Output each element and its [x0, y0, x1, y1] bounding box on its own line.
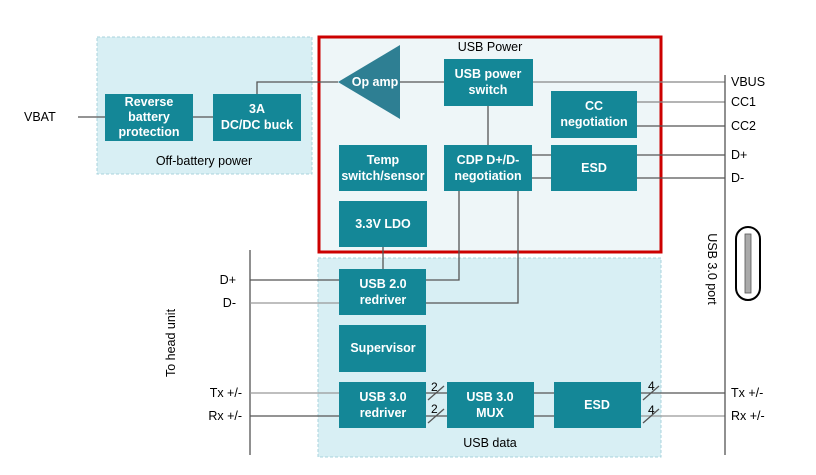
- usb-c-connector-icon: [735, 226, 761, 301]
- block-label: switch: [469, 83, 508, 97]
- head-unit-label: To head unit: [164, 308, 178, 377]
- block-label: Reverse: [125, 95, 174, 109]
- block-label: negotiation: [454, 169, 521, 183]
- wire-buck-opamp: [256, 81, 338, 94]
- port-dm-label: D-: [731, 171, 744, 185]
- head-tx-label: Tx +/-: [210, 386, 242, 400]
- block-label: USB 2.0: [359, 277, 406, 291]
- bus-slash: [642, 385, 660, 401]
- vbat-label: VBAT: [24, 110, 56, 124]
- wire-cdp-redriver-dm: [425, 190, 519, 304]
- op-amp-triangle-icon: [338, 45, 400, 119]
- port-tx-label: Tx +/-: [731, 386, 763, 400]
- block-label: ESD: [584, 398, 610, 412]
- head-dm-label: D-: [223, 296, 236, 310]
- block-label: battery: [128, 110, 170, 124]
- usb3-mux-block: USB 3.0 MUX: [447, 382, 534, 428]
- block-label: Supervisor: [350, 341, 415, 355]
- cc1-label: CC1: [731, 95, 756, 109]
- bus-slash: [427, 408, 445, 424]
- bus-slash: [642, 408, 660, 424]
- bus-width-label: 2: [431, 380, 438, 394]
- ldo-block: 3.3V LDO: [339, 201, 427, 247]
- bus-width-label: 2: [431, 402, 438, 416]
- port-rx-label: Rx +/-: [731, 409, 765, 423]
- block-label: MUX: [476, 406, 504, 420]
- cc2-label: CC2: [731, 119, 756, 133]
- block-label: USB power: [455, 67, 522, 81]
- block-label: switch/sensor: [341, 169, 424, 183]
- block-label: Temp: [367, 153, 400, 167]
- usb-power-label: USB Power: [458, 40, 523, 54]
- esd-power-block: ESD: [551, 145, 637, 191]
- dcdc-buck-block: 3A DC/DC buck: [213, 94, 301, 141]
- block-label: CDP D+/D-: [457, 153, 520, 167]
- block-label: negotiation: [560, 115, 627, 129]
- port-dp-label: D+: [731, 148, 747, 162]
- cdp-negotiation-block: CDP D+/D- negotiation: [444, 145, 532, 191]
- bus-width-label: 4: [648, 403, 655, 417]
- usb3-redriver-block: USB 3.0 redriver: [339, 382, 426, 428]
- off-battery-power-label: Off-battery power: [156, 154, 252, 168]
- bus-width-label: 4: [648, 379, 655, 393]
- block-label: Op amp: [352, 75, 399, 89]
- block-label: CC: [585, 99, 603, 113]
- block-label: USB 3.0: [359, 390, 406, 404]
- block-label: DC/DC buck: [221, 118, 293, 132]
- usb2-redriver-block: USB 2.0 redriver: [339, 269, 426, 315]
- bus-slash: [427, 385, 445, 401]
- usb-power-switch-block: USB power switch: [444, 59, 533, 106]
- vbus-label: VBUS: [731, 75, 765, 89]
- block-label: 3A: [249, 102, 265, 116]
- reverse-battery-block: Reverse battery protection: [105, 94, 193, 141]
- usb-data-label: USB data: [463, 436, 517, 450]
- temp-sensor-block: Temp switch/sensor: [339, 145, 427, 191]
- block-label: 3.3V LDO: [355, 217, 411, 231]
- cc-negotiation-block: CC negotiation: [551, 91, 637, 138]
- head-dp-label: D+: [220, 273, 236, 287]
- wire-cdp-redriver-dp: [425, 190, 460, 281]
- block-label: ESD: [581, 161, 607, 175]
- op-amp-block: Op amp: [338, 45, 400, 119]
- esd-data-block: ESD: [554, 382, 641, 428]
- wires: [78, 75, 726, 455]
- supervisor-block: Supervisor: [339, 325, 426, 372]
- head-rx-label: Rx +/-: [208, 409, 242, 423]
- block-label: redriver: [360, 406, 407, 420]
- block-label: USB 3.0: [466, 390, 513, 404]
- usb-port-label: USB 3.0 port: [705, 233, 719, 305]
- block-label: redriver: [360, 293, 407, 307]
- block-label: protection: [118, 125, 179, 139]
